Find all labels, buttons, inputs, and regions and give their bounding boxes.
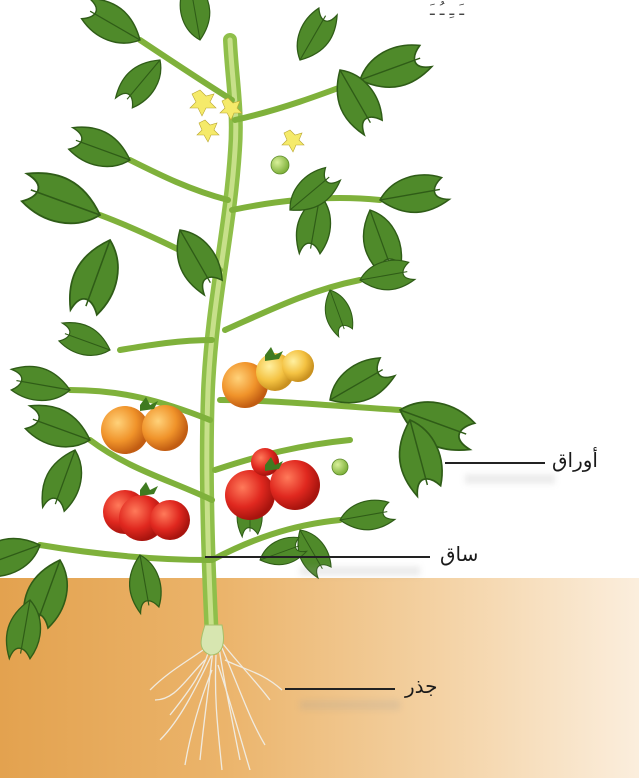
root-line-shadow [300, 700, 400, 710]
root-label: جذر [405, 674, 438, 698]
leaves-line-shadow [465, 474, 555, 484]
flowers [190, 90, 304, 152]
stem-pointer-line [205, 556, 430, 558]
roots [150, 640, 282, 770]
stem-line-shadow [300, 566, 420, 576]
leaves-pointer-line [445, 462, 545, 464]
root-pointer-line [285, 688, 395, 690]
stem-label: ساق [440, 542, 478, 566]
leaves-label: أوراق [552, 448, 598, 472]
